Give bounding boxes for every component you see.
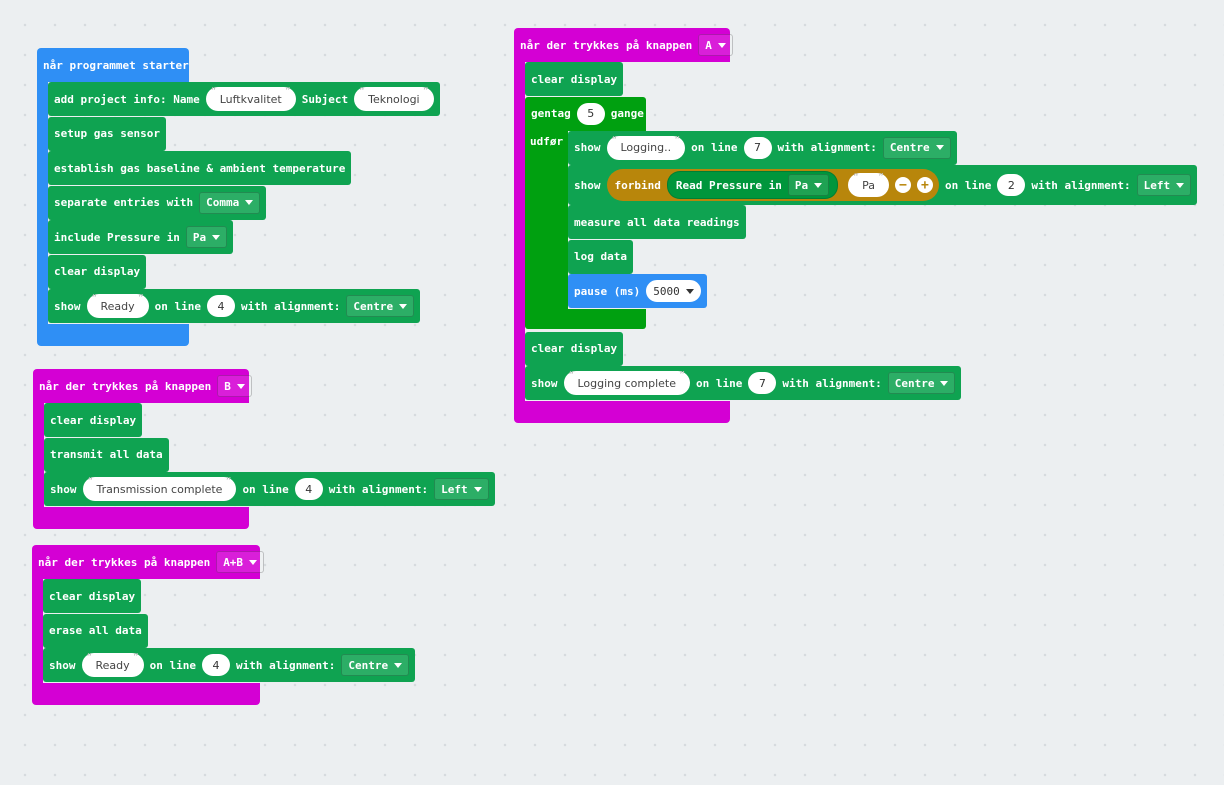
clear-display-block[interactable]: clear display — [525, 62, 624, 96]
establish-baseline-block[interactable]: establish gas baseline & ambient tempera… — [48, 151, 352, 185]
erase-data-block[interactable]: erase all data — [43, 613, 148, 648]
stack-on-start[interactable]: når programmet starter add project info:… — [37, 48, 440, 346]
stack-button-b[interactable]: når der trykkes på knappen B clear displ… — [33, 369, 495, 529]
chevron-down-icon — [249, 559, 258, 565]
alignment-dropdown[interactable]: Centre — [341, 654, 410, 676]
separator-dropdown[interactable]: Comma — [199, 191, 261, 214]
text-input[interactable]: Ready — [86, 292, 149, 318]
hat-label: når programmet starter — [43, 58, 189, 72]
read-pressure-block[interactable]: Read Pressure in Pa — [666, 171, 839, 199]
pause-block[interactable]: pause (ms) 5000 — [568, 274, 707, 308]
transmit-data-block[interactable]: transmit all data — [44, 437, 169, 472]
text-input[interactable]: Pa — [848, 171, 889, 197]
clear-display-block[interactable]: clear display — [48, 254, 147, 289]
repeat-block[interactable]: gentag 5 gange udfør show Logging.. on l… — [525, 96, 1198, 329]
button-dropdown[interactable]: A — [698, 34, 733, 56]
show-text-block[interactable]: show Logging complete on line 7 with ali… — [525, 366, 962, 400]
chevron-down-icon — [212, 234, 221, 240]
alignment-dropdown[interactable]: Centre — [887, 372, 956, 394]
minus-icon[interactable]: − — [894, 177, 911, 193]
subject-input[interactable]: Teknologi — [354, 85, 434, 111]
line-input[interactable]: 4 — [202, 654, 231, 676]
clear-display-block[interactable]: clear display — [525, 331, 624, 366]
setup-gas-sensor-block[interactable]: setup gas sensor — [48, 116, 166, 151]
button-ab-hat-block[interactable]: når der trykkes på knappen A+B — [32, 545, 265, 579]
chevron-down-icon — [236, 383, 245, 389]
repeat-count-input[interactable]: 5 — [576, 102, 605, 125]
show-text-block[interactable]: show Logging.. on line 7 with alignment:… — [568, 130, 957, 165]
chevron-down-icon — [717, 42, 726, 48]
chevron-down-icon — [814, 182, 823, 188]
alignment-dropdown[interactable]: Centre — [346, 295, 415, 317]
show-joined-text-block[interactable]: show forbind Read Pressure in Pa Pa − + — [568, 165, 1198, 205]
chevron-down-icon — [245, 200, 254, 205]
clear-display-block[interactable]: clear display — [43, 579, 142, 613]
line-input[interactable]: 4 — [294, 478, 323, 500]
line-input[interactable]: 7 — [743, 136, 772, 159]
text-input[interactable]: Ready — [81, 651, 144, 677]
stack-button-ab[interactable]: når der trykkes på knappen A+B clear dis… — [32, 545, 416, 705]
log-data-block[interactable]: log data — [568, 239, 633, 274]
pressure-unit-dropdown[interactable]: Pa — [787, 174, 830, 196]
text-input[interactable]: Logging complete — [563, 369, 691, 395]
measure-readings-block[interactable]: measure all data readings — [568, 205, 746, 239]
plus-icon[interactable]: + — [916, 177, 933, 193]
chevron-down-icon — [394, 662, 403, 668]
alignment-dropdown[interactable]: Left — [434, 478, 489, 500]
button-dropdown[interactable]: B — [217, 375, 252, 397]
line-input[interactable]: 2 — [997, 174, 1026, 196]
show-text-block[interactable]: show Transmission complete on line 4 wit… — [44, 472, 495, 506]
button-dropdown[interactable]: A+B — [216, 551, 265, 573]
name-input[interactable]: Luftkvalitet — [205, 85, 296, 111]
show-text-block[interactable]: show Ready on line 4 with alignment: Cen… — [43, 648, 416, 682]
show-text-block[interactable]: show Ready on line 4 with alignment: Cen… — [48, 289, 421, 323]
alignment-dropdown[interactable]: Centre — [882, 136, 951, 159]
pressure-unit-dropdown[interactable]: Pa — [185, 226, 228, 248]
chevron-down-icon — [685, 288, 694, 294]
separate-entries-block[interactable]: separate entries with Comma — [48, 185, 267, 220]
chevron-down-icon — [935, 145, 944, 150]
button-b-hat-block[interactable]: når der trykkes på knappen B — [33, 369, 252, 403]
add-project-info-block[interactable]: add project info: Name Luftkvalitet Subj… — [48, 82, 440, 116]
chevron-down-icon — [940, 380, 949, 386]
chevron-down-icon — [1176, 182, 1185, 188]
do-label: udfør — [530, 134, 564, 148]
chevron-down-icon — [399, 303, 408, 309]
button-a-hat-block[interactable]: når der trykkes på knappen A — [514, 28, 733, 62]
include-pressure-block[interactable]: include Pressure in Pa — [48, 220, 234, 254]
text-input[interactable]: Transmission complete — [82, 475, 237, 501]
stack-button-a[interactable]: når der trykkes på knappen A clear displ… — [514, 28, 1198, 423]
text-input[interactable]: Logging.. — [606, 134, 686, 160]
alignment-dropdown[interactable]: Left — [1136, 174, 1192, 196]
line-input[interactable]: 4 — [207, 295, 236, 317]
pause-duration-dropdown[interactable]: 5000 — [646, 280, 701, 302]
line-input[interactable]: 7 — [748, 372, 777, 394]
clear-display-block[interactable]: clear display — [44, 403, 143, 437]
join-block[interactable]: forbind Read Pressure in Pa Pa − + — [606, 169, 939, 201]
on-start-hat-block[interactable]: når programmet starter — [37, 48, 189, 82]
chevron-down-icon — [473, 486, 482, 492]
